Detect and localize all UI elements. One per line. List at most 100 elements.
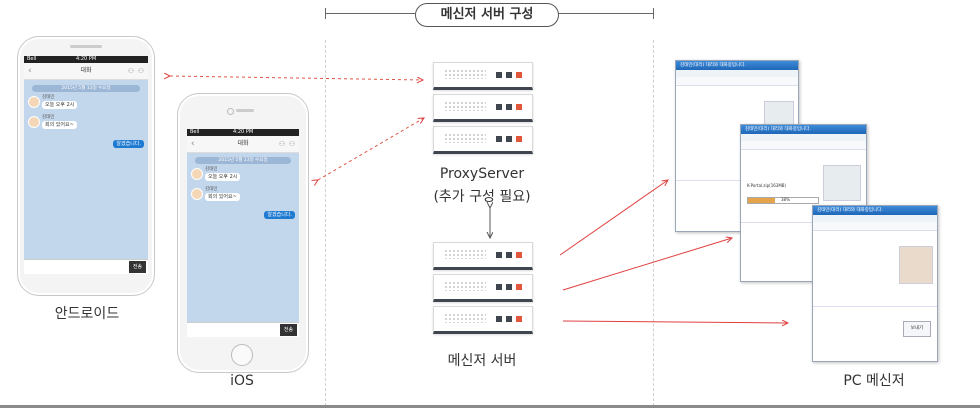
android-input-bar[interactable]: 전송 — [24, 259, 148, 274]
server-led-red — [516, 104, 522, 110]
server-grill — [444, 313, 486, 323]
android-send-button[interactable]: 전송 — [129, 261, 146, 273]
android-message-2: 회의 있어요~ — [42, 121, 77, 129]
android-back-icon[interactable]: ‹ — [28, 66, 32, 76]
ios-screen: Bell 4:20 PM ‹ 대화 ⚇ ⚇ 2015년 5월 13일 수요일 김… — [187, 129, 299, 337]
proxy-server-unit-2 — [433, 94, 533, 122]
title-line-right — [557, 13, 653, 14]
android-sender-1: 김태민 — [42, 95, 55, 100]
ios-statusbar: Bell 4:20 PM — [187, 129, 299, 136]
android-speaker — [70, 45, 102, 48]
server-led — [496, 316, 502, 322]
server-grill — [444, 133, 486, 143]
server-led-red — [516, 252, 522, 258]
pc-window-2-file-name: K-Portal.zip(163MB) — [747, 183, 787, 188]
ios-input-bar[interactable]: 전송 — [187, 322, 299, 337]
server-led-red — [516, 316, 522, 322]
server-led-red — [516, 72, 522, 78]
messenger-server-unit-2 — [433, 274, 533, 302]
pc-window-3-toolbar — [813, 222, 937, 231]
label-ios: iOS — [230, 373, 254, 389]
pc-window-2-menu — [741, 134, 866, 141]
title-line-left — [325, 13, 415, 14]
proxy-server-unit-3 — [433, 126, 533, 154]
server-led — [506, 104, 512, 110]
android-profile-icon[interactable]: ⚇ — [127, 67, 134, 75]
pc-window-3: 김태민(대리) 대리와 대화중입니다. 보내기 — [812, 205, 938, 362]
android-nav-title: 대화 — [80, 67, 92, 74]
ios-message-2: 회의 있어요~ — [205, 193, 240, 201]
server-led — [496, 72, 502, 78]
messenger-server-unit-1 — [433, 242, 533, 270]
ios-reply: 알겠습니다. — [264, 211, 295, 219]
android-adduser-icon[interactable]: ⚇ — [137, 67, 144, 75]
ios-message-1: 오늘 오후 2시 — [205, 173, 241, 181]
label-pc-messenger: PC 메신저 — [843, 373, 905, 389]
server-led — [496, 252, 502, 258]
android-avatar-1 — [28, 96, 40, 108]
label-proxy-line1: ProxyServer — [439, 166, 525, 182]
ios-profile-icon[interactable]: ⚇ — [278, 140, 285, 148]
title-line-right-cap — [653, 8, 654, 19]
ios-sender-1: 김태민 — [205, 167, 218, 172]
arrow-server-pc3 — [562, 321, 788, 323]
server-led-red — [516, 284, 522, 290]
server-led — [506, 252, 512, 258]
server-led — [506, 72, 512, 78]
label-android: 안드로이드 — [54, 306, 120, 322]
ios-back-icon[interactable]: ‹ — [191, 139, 195, 149]
proxy-server-unit-1 — [433, 62, 533, 90]
pc-window-3-titlebar: 김태민(대리) 대리와 대화중입니다. — [813, 206, 937, 215]
server-grill — [444, 101, 486, 111]
separator-right — [653, 40, 654, 406]
ios-send-button[interactable]: 전송 — [280, 324, 297, 336]
server-led — [496, 284, 502, 290]
android-phone: Bell 4:20 PM ‹ 대화 ⚇ ⚇ 2015년 5월 13일 수요일 김… — [17, 36, 155, 296]
ios-carrier: Bell — [190, 129, 200, 135]
android-date-badge: 2015년 5월 13일 수요일 — [32, 85, 140, 92]
pc-window-2-progress-fill — [748, 198, 775, 203]
ios-sender-2: 김태민 — [205, 187, 218, 192]
ios-avatar-1 — [191, 168, 203, 180]
title-line-left-cap — [325, 8, 326, 19]
ios-nav-title: 대화 — [237, 140, 249, 147]
pc-window-3-send-button[interactable]: 보내기 — [903, 321, 931, 337]
server-led-red — [516, 136, 522, 142]
ios-time: 4:20 PM — [233, 129, 254, 135]
server-grill — [444, 249, 486, 259]
android-message-1: 오늘 오후 2시 — [42, 101, 78, 109]
ios-home-button[interactable] — [231, 344, 253, 366]
arrow-server-pc2 — [562, 238, 732, 291]
label-messenger-server: 메신저 서버 — [447, 353, 517, 369]
arrow-android-proxy — [170, 76, 423, 80]
server-grill — [444, 69, 486, 79]
android-reply: 알겠습니다. — [113, 140, 144, 148]
server-led — [506, 316, 512, 322]
ios-navbar: ‹ 대화 ⚇ ⚇ — [187, 136, 299, 153]
pc-window-3-input[interactable]: 보내기 — [813, 306, 937, 361]
label-proxy-line2: (추가 구성 필요) — [433, 189, 531, 205]
server-led — [496, 104, 502, 110]
arrow-server-pc1 — [559, 180, 668, 256]
android-statusbar: Bell 4:20 PM — [24, 56, 148, 63]
server-led — [506, 284, 512, 290]
server-led — [506, 136, 512, 142]
android-sender-2: 김태민 — [42, 115, 55, 120]
diagram-title: 메신저 서버 구성 — [415, 3, 559, 27]
pc-window-2-progress-text: 38% — [781, 197, 790, 202]
pc-window-3-photo — [899, 246, 933, 284]
android-time: 4:20 PM — [76, 56, 97, 62]
ios-camera — [227, 108, 234, 115]
messenger-server-unit-3 — [433, 306, 533, 334]
pc-window-2-progress-track — [747, 197, 819, 204]
pc-window-1-titlebar: 김태민(대리) 대리와 대화중입니다. — [676, 61, 798, 70]
pc-window-1-menu — [676, 70, 798, 77]
ios-adduser-icon[interactable]: ⚇ — [288, 140, 295, 148]
android-carrier: Bell — [27, 56, 37, 62]
server-led — [496, 136, 502, 142]
ios-date-badge: 2015년 5월 13일 수요일 — [195, 157, 291, 164]
pc-window-1-toolbar — [676, 77, 798, 86]
ios-speaker — [236, 109, 254, 112]
arrow-ios-proxy — [318, 118, 424, 180]
